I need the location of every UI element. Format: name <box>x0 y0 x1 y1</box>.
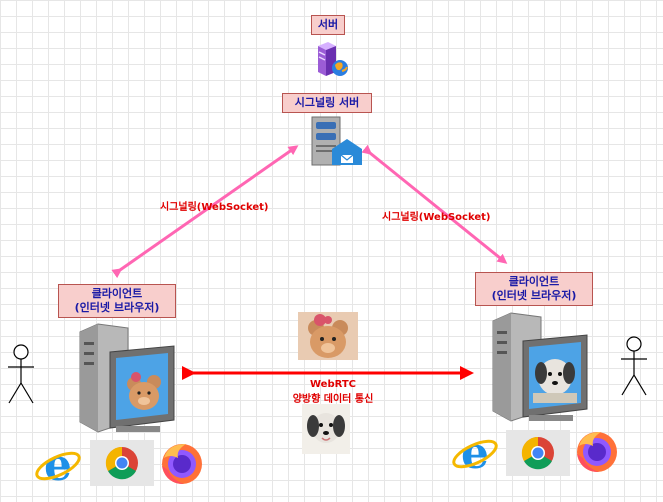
chrome-icon-left <box>90 440 154 486</box>
server-icon <box>318 42 348 76</box>
server-label: 서버 <box>311 15 345 35</box>
chrome-icon-right <box>506 430 570 476</box>
client-label-left: 클라이언트 (인터넷 브라우저) <box>58 284 176 318</box>
svg-text:e: e <box>44 442 72 488</box>
signaling-label-right: 시그널링(WebSocket) <box>382 212 491 223</box>
client-label-right-line1: 클라이언트 <box>508 275 560 288</box>
client-label-left-line1: 클라이언트 <box>91 287 143 300</box>
signaling-server-label: 시그널링 서버 <box>282 93 372 113</box>
puppy-photo-center <box>302 404 350 454</box>
user-icon-left <box>8 344 34 404</box>
webrtc-label-line1: WebRTC <box>309 379 357 390</box>
client-label-right-line2: (인터넷 브라우저) <box>491 289 577 302</box>
client-label-left-line2: (인터넷 브라우저) <box>74 301 160 314</box>
pc-icon-right <box>492 312 588 422</box>
signaling-server-icon <box>311 116 362 166</box>
user-icon-right <box>621 336 647 396</box>
webrtc-label-line2: 양방향 데이터 통신 <box>292 394 374 405</box>
ie-icon-left: e <box>35 442 81 488</box>
signaling-arrow-left <box>111 145 299 279</box>
ie-icon-right: e <box>452 430 498 476</box>
firefox-icon-left <box>162 444 202 484</box>
signaling-label-left: 시그널링(WebSocket) <box>160 202 269 213</box>
firefox-icon-right <box>577 432 617 472</box>
teddy-bear-photo-center <box>298 312 358 360</box>
signaling-arrow-right <box>361 144 508 264</box>
teddy-bear-photo-left <box>127 372 161 410</box>
puppy-photo-right <box>533 359 577 403</box>
svg-text:e: e <box>461 430 489 476</box>
webrtc-label: WebRTC 양방향 데이터 통신 <box>283 379 383 405</box>
client-label-right: 클라이언트 (인터넷 브라우저) <box>475 272 593 306</box>
pc-icon-left <box>79 323 175 433</box>
